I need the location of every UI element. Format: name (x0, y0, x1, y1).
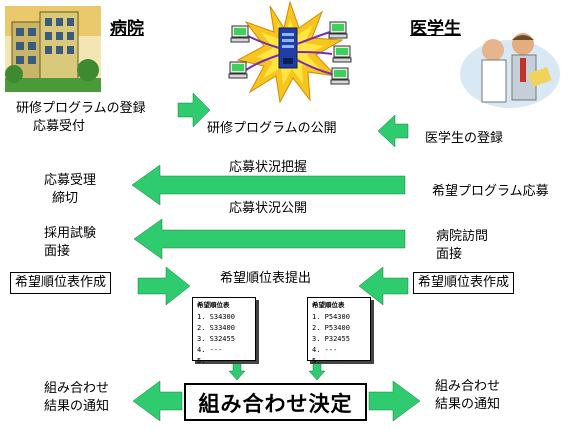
rank-item: 2. P53400 (312, 324, 350, 332)
computer-icons (228, 21, 352, 85)
server-icon (278, 27, 298, 69)
rank-item: 3. P32455 (312, 335, 350, 343)
rank-item: 1. P54300 (312, 313, 350, 321)
arrow-rank-left-to-center (137, 266, 191, 306)
notify-left-label-1: 組み合わせ (44, 381, 110, 396)
students-heading: 医学生 (410, 19, 461, 39)
apply-program-label: 希望プログラム応募 (432, 184, 549, 199)
arrow-rank-right-to-center (358, 266, 409, 306)
rank-item: 4. --- (197, 346, 223, 354)
interview-right-label: 面接 (436, 247, 463, 262)
hospital-rank-list: 希望順位表 1. S34300 2. S33400 3. S32455 4. -… (192, 297, 256, 365)
rank-make-left-box: 希望順位表作成 (10, 272, 112, 294)
arrow-paper-left-down (228, 362, 246, 381)
status-grasp-label: 応募状況把握 (229, 160, 308, 175)
student-register-label: 医学生の登録 (425, 131, 504, 146)
hospital-visit-label: 病院訪問 (436, 229, 489, 244)
rank-item: 5. --- (197, 357, 223, 365)
deadline-label: 締切 (52, 191, 79, 206)
hospital-rank-list-title: 希望順位表 (197, 301, 230, 309)
student-rank-list: 希望順位表 1. P54300 2. P53400 3. P32455 4. -… (307, 297, 371, 365)
exam-label: 採用試験 (44, 226, 97, 241)
students-icon (460, 33, 560, 108)
hospital-building-icon (5, 6, 101, 92)
arrow-student-to-center (377, 114, 409, 148)
program-register-label: 研修プログラムの登録 (16, 101, 146, 116)
arrow-hospital-to-center (177, 92, 211, 128)
interview-left-label: 面接 (44, 244, 71, 259)
rank-submit-label: 希望順位表提出 (220, 271, 312, 286)
rank-item: 3. S32455 (197, 335, 235, 343)
rank-item: 4. --- (312, 346, 338, 354)
notify-left-label-2: 結果の通知 (44, 399, 110, 414)
arrow-interview-left (133, 218, 406, 260)
notify-right-label-2: 結果の通知 (435, 397, 501, 412)
status-publish-label: 応募状況公開 (229, 201, 308, 216)
rank-make-right-box: 希望順位表作成 (413, 272, 515, 294)
final-decision-box: 組み合わせ決定 (184, 383, 367, 421)
notify-right-label-1: 組み合わせ (435, 379, 501, 394)
accept-label: 応募受理 (44, 173, 97, 188)
program-publish-label: 研修プログラムの公開 (207, 121, 337, 136)
rank-item: 1. S34300 (197, 313, 235, 321)
rank-item: 5. --- (312, 357, 338, 365)
arrow-notify-left (132, 380, 183, 422)
arrow-notify-right (368, 380, 421, 422)
rank-item: 2. S33400 (197, 324, 235, 332)
arrow-paper-right-down (308, 362, 326, 381)
network-cables (245, 31, 333, 75)
application-accept-label: 応募受付 (33, 119, 86, 134)
student-rank-list-title: 希望順位表 (312, 301, 345, 309)
hospital-heading: 病院 (110, 19, 144, 39)
arrow-status-left (131, 164, 406, 206)
